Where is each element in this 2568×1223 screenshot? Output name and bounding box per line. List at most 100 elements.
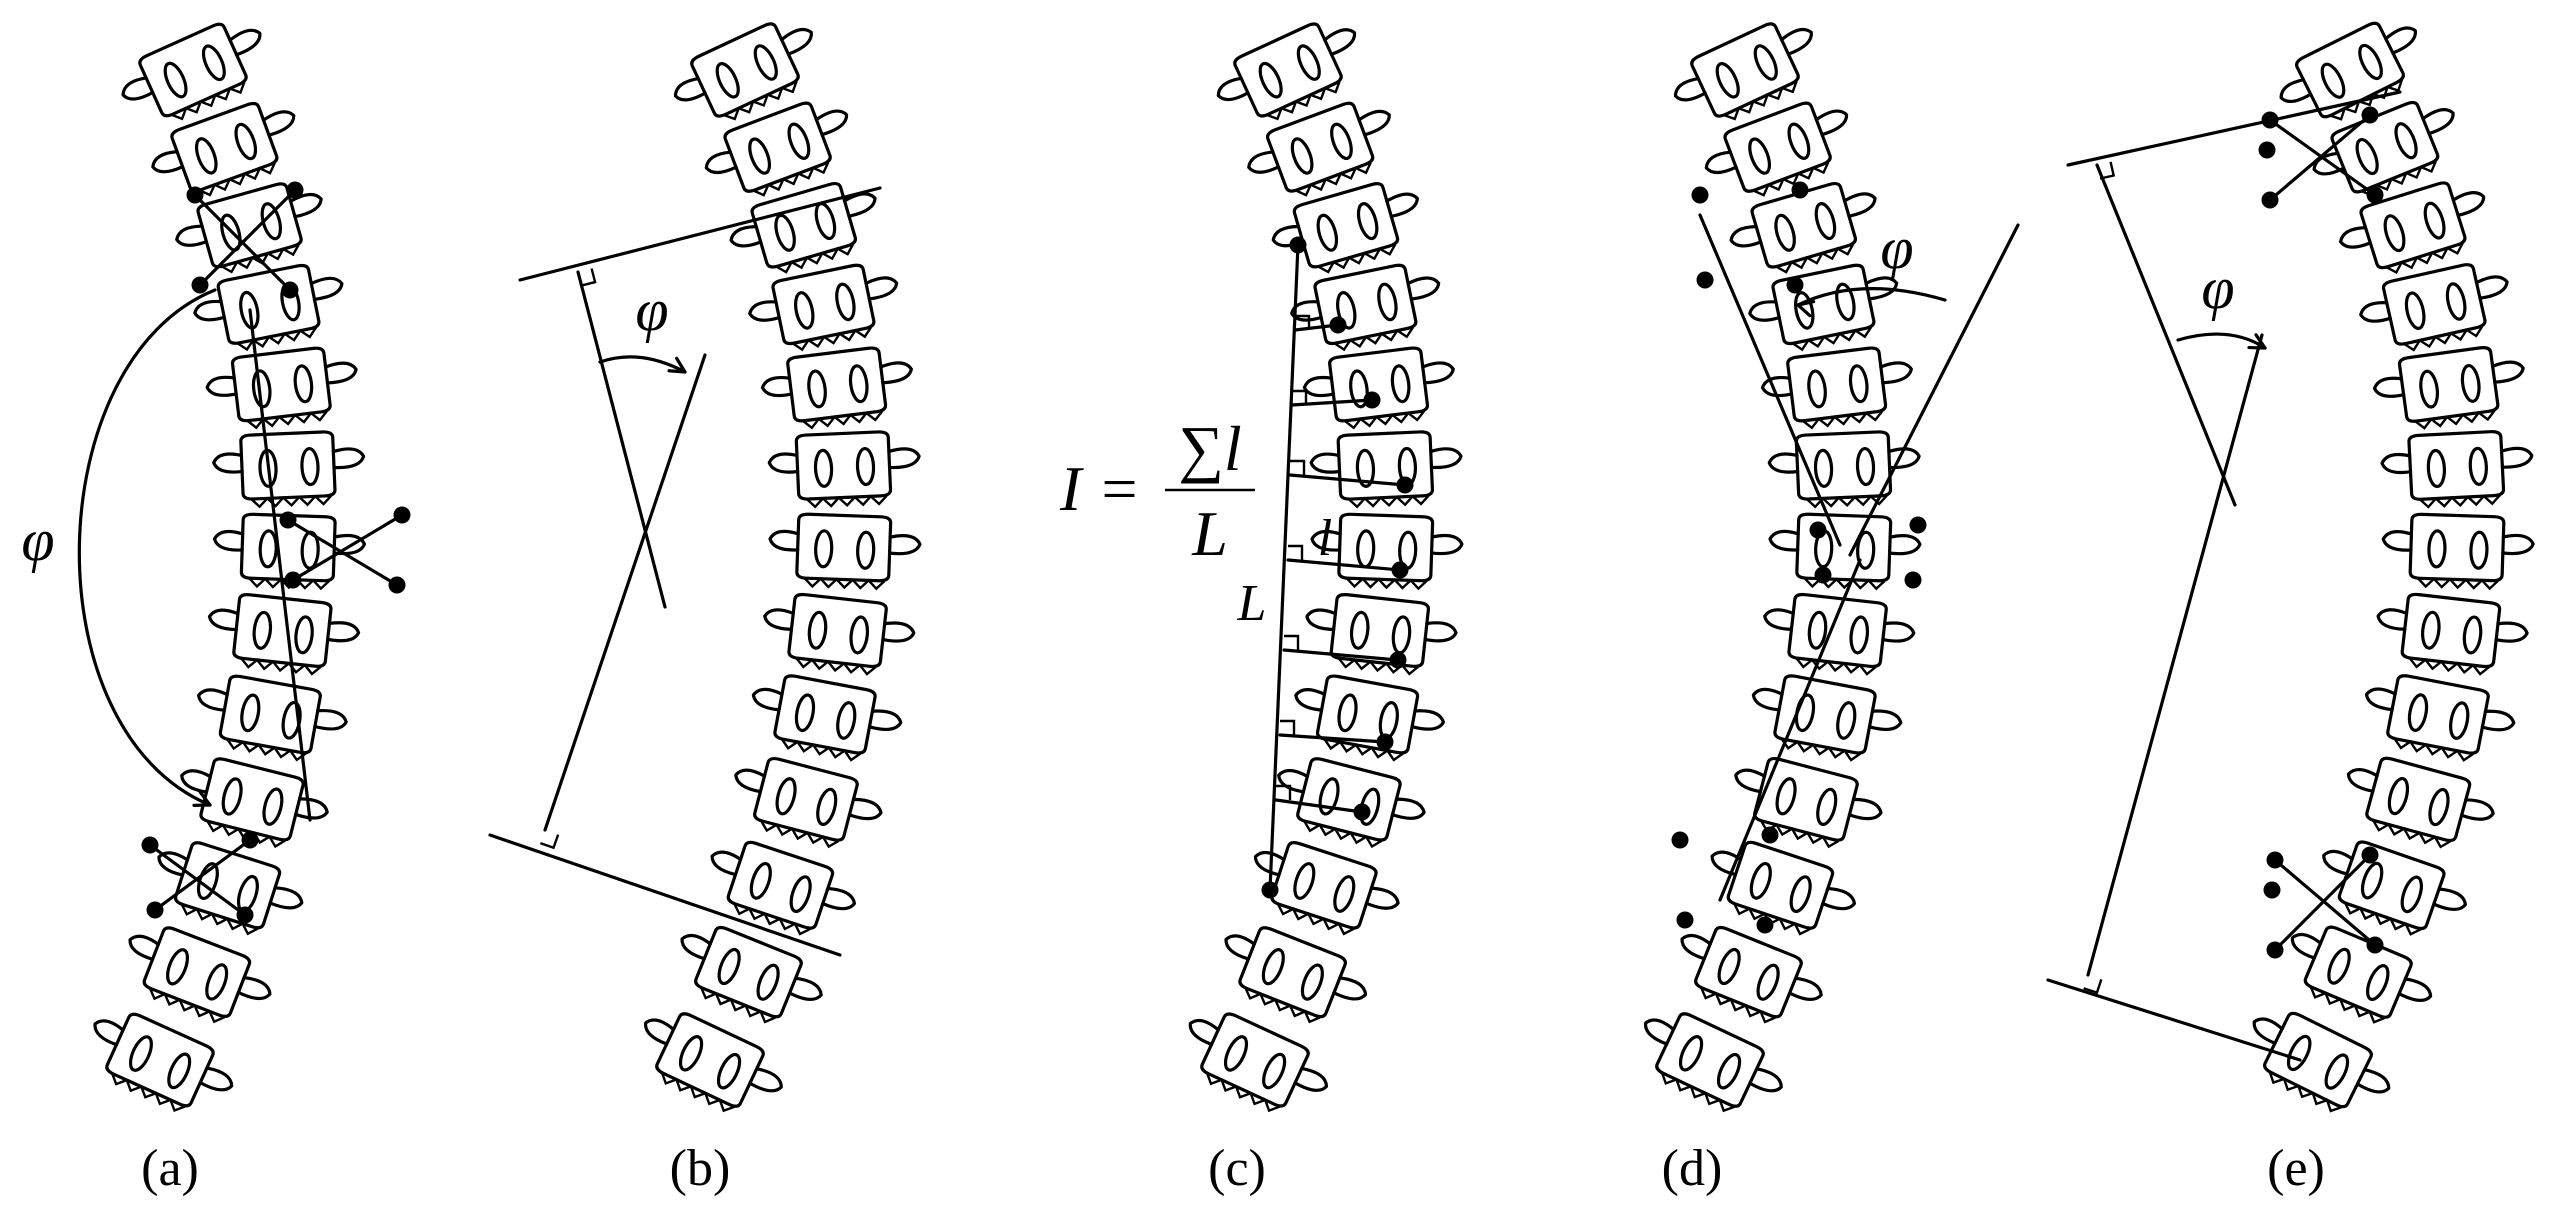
transverse-process-right xyxy=(2451,191,2486,217)
vertebral-body xyxy=(1723,101,1832,193)
vertebral-body xyxy=(753,756,859,842)
vertebra xyxy=(212,430,366,509)
lower-endplate-line-e xyxy=(2046,978,2302,1062)
transverse-process-right xyxy=(1887,447,1921,470)
facet-joint xyxy=(2309,986,2385,1024)
pedicle-left xyxy=(814,529,834,569)
vertebral-body xyxy=(1794,430,1893,501)
facet-joint xyxy=(1337,657,1419,676)
angle-arrow-b xyxy=(667,356,687,374)
pedicle-right xyxy=(2394,122,2418,160)
transverse-process-right xyxy=(1779,27,1813,56)
vertebra xyxy=(1704,101,1849,197)
right-angle-mark xyxy=(1284,634,1300,650)
transverse-process-left xyxy=(2252,1017,2284,1045)
facet-joint xyxy=(1775,243,1855,274)
pedicle-right xyxy=(814,202,837,241)
transverse-process-right xyxy=(881,621,916,643)
transverse-process-left xyxy=(151,150,185,174)
caption-d: (d) xyxy=(1662,1140,1723,1197)
vertebra xyxy=(1302,346,1455,430)
pedicle-right xyxy=(1855,446,1876,487)
vertebral-body xyxy=(787,592,888,669)
transverse-process-left xyxy=(1767,452,1800,474)
landmark-dot xyxy=(1814,566,1832,584)
facet-joint xyxy=(1323,738,1404,762)
facet-joint xyxy=(2385,242,2464,275)
formula-numerator: ∑l xyxy=(1178,413,1241,484)
extended-line-d xyxy=(1848,223,2020,557)
transverse-process-left xyxy=(196,688,229,712)
transverse-process-right xyxy=(1406,276,1441,301)
transverse-process-left xyxy=(1302,375,1335,398)
facet-joint xyxy=(2417,577,2499,591)
lower-perpendicular-b xyxy=(543,353,707,832)
facet-joint xyxy=(250,494,333,509)
transverse-process-right xyxy=(788,976,823,1001)
transverse-process-left xyxy=(710,850,743,877)
facet-joint xyxy=(792,326,873,352)
facet-joint xyxy=(2393,737,2474,762)
pedicle-right xyxy=(234,122,258,161)
pedicle-left xyxy=(807,610,828,650)
facet-joint xyxy=(1333,326,1415,352)
pedicle-left xyxy=(1775,777,1797,816)
cross-line xyxy=(286,518,399,587)
transverse-process-left xyxy=(2372,376,2406,398)
vertebra xyxy=(1224,926,1368,1024)
facet-joint xyxy=(1795,657,1877,676)
vertebral-body xyxy=(1773,674,1877,755)
vertebral-body xyxy=(173,841,282,930)
vertebral-body xyxy=(2407,430,2506,501)
upper-endplate-line-b xyxy=(518,186,882,282)
transverse-process-right xyxy=(887,447,921,470)
right-angle-mark xyxy=(581,268,597,287)
perpendicular-distance xyxy=(1278,733,1387,744)
vertebra xyxy=(710,840,857,936)
pedicle-right xyxy=(262,787,284,826)
landmark-dot xyxy=(1904,571,1922,589)
vertebral-body xyxy=(795,512,893,583)
pedicle-right xyxy=(167,1052,192,1090)
pedicle-right xyxy=(1333,875,1356,913)
caption-c: (c) xyxy=(1208,1140,1266,1197)
transverse-process-right xyxy=(2494,621,2529,643)
vertebral-body xyxy=(773,674,877,755)
transverse-process-right xyxy=(2474,275,2509,300)
transverse-process-right xyxy=(1847,797,1883,821)
transverse-process-left xyxy=(157,851,190,877)
pedicle-left xyxy=(2426,448,2447,489)
transverse-process-right xyxy=(1814,109,1849,137)
vertebra xyxy=(1290,263,1441,352)
facet-joint xyxy=(775,243,855,274)
vertebral-body xyxy=(794,430,893,501)
transverse-process-right xyxy=(2432,887,2468,912)
landmark-dot xyxy=(1756,916,1774,934)
transverse-process-right xyxy=(313,708,348,731)
vertebral-body xyxy=(2386,674,2490,755)
vertebral-body xyxy=(142,926,252,1018)
vertebral-body xyxy=(2408,512,2506,583)
pedicle-left xyxy=(1749,861,1772,900)
vertebra xyxy=(1309,430,1463,509)
vertebral-body xyxy=(170,101,279,193)
vertebra xyxy=(1188,1012,1329,1113)
pedicle-right xyxy=(1856,530,1876,570)
transverse-process-right xyxy=(2355,1068,2391,1094)
pedicle-left xyxy=(748,137,772,175)
transverse-process-right xyxy=(323,361,358,385)
transverse-process-left xyxy=(1216,76,1250,102)
vertebra xyxy=(2376,592,2529,676)
pedicle-left xyxy=(163,61,188,99)
landmark-dot xyxy=(2258,141,2276,159)
facet-joint xyxy=(199,162,276,197)
pedicle-left xyxy=(252,610,273,650)
pedicle-right xyxy=(2460,363,2481,403)
pedicle-left xyxy=(1807,369,1827,409)
vertebra xyxy=(734,756,883,849)
vertebral-body xyxy=(1786,346,1888,423)
vertebral-body xyxy=(1266,101,1375,193)
vertebra xyxy=(1768,512,1922,591)
vertebra xyxy=(1305,593,1458,676)
caption-a: (a) xyxy=(141,1140,199,1197)
